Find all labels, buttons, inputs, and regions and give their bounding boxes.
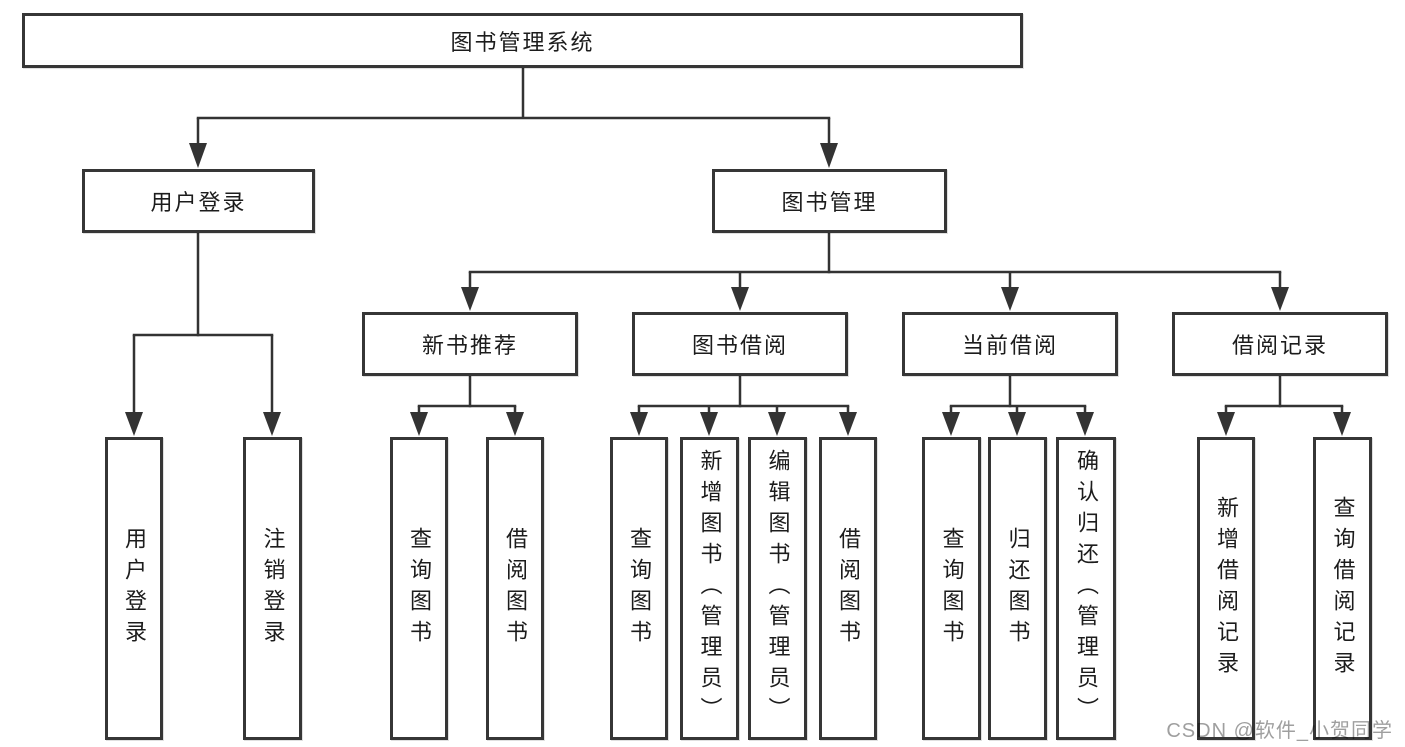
- node-confirm-return-admin: 确认归还（管理员）: [1056, 437, 1116, 740]
- node-borrowing-records: 借阅记录: [1172, 312, 1388, 376]
- node-add-books-admin: 新增图书（管理员）: [680, 437, 739, 740]
- node-label: 图书借阅: [691, 333, 788, 358]
- node-label: 当前借阅: [961, 333, 1058, 358]
- node-current-borrowing: 当前借阅: [902, 312, 1118, 376]
- node-user-login-module: 用户登录: [82, 169, 315, 233]
- node-label: 查询图书: [939, 526, 965, 651]
- node-system-root: 图书管理系统: [22, 13, 1023, 68]
- node-book-borrowing: 图书借阅: [632, 312, 848, 376]
- node-label: 借阅图书: [503, 526, 528, 651]
- node-query-borrow-record: 查询借阅记录: [1313, 437, 1372, 740]
- node-label: 查询借阅记录: [1330, 495, 1356, 682]
- node-borrow-books-recommend: 借阅图书: [486, 437, 544, 740]
- node-label: 用户登录: [122, 526, 147, 651]
- node-return-books: 归还图书: [988, 437, 1047, 740]
- node-query-books-current: 查询图书: [922, 437, 981, 740]
- node-logout-leaf: 注销登录: [243, 437, 302, 740]
- node-label: 用户登录: [150, 190, 247, 215]
- node-label: 新增图书（管理员）: [697, 449, 723, 728]
- node-add-borrow-record: 新增借阅记录: [1197, 437, 1255, 740]
- node-label: 查询图书: [407, 526, 432, 651]
- node-label: 编辑图书（管理员）: [765, 449, 791, 728]
- node-query-books-borrowing: 查询图书: [610, 437, 668, 740]
- node-label: 图书管理系统: [450, 29, 595, 55]
- node-label: 借阅记录: [1231, 333, 1328, 358]
- node-label: 注销登录: [260, 526, 286, 651]
- node-new-book-recommend: 新书推荐: [362, 312, 578, 376]
- node-label: 查询图书: [627, 526, 652, 651]
- node-book-management-module: 图书管理: [712, 169, 947, 233]
- node-user-login-leaf: 用户登录: [105, 437, 163, 740]
- node-label: 新增借阅记录: [1214, 495, 1239, 682]
- arrowheads: [125, 143, 1351, 436]
- node-label: 确认归还（管理员）: [1074, 449, 1099, 728]
- node-label: 借阅图书: [836, 526, 861, 651]
- node-label: 新书推荐: [421, 333, 518, 358]
- node-label: 图书管理: [781, 190, 878, 215]
- node-edit-books-admin: 编辑图书（管理员）: [748, 437, 807, 740]
- node-query-books-recommend: 查询图书: [390, 437, 448, 740]
- node-label: 归还图书: [1005, 526, 1031, 651]
- csdn-watermark: CSDN @软件_小贺同学: [1166, 720, 1393, 742]
- node-borrow-books-borrowing: 借阅图书: [819, 437, 877, 740]
